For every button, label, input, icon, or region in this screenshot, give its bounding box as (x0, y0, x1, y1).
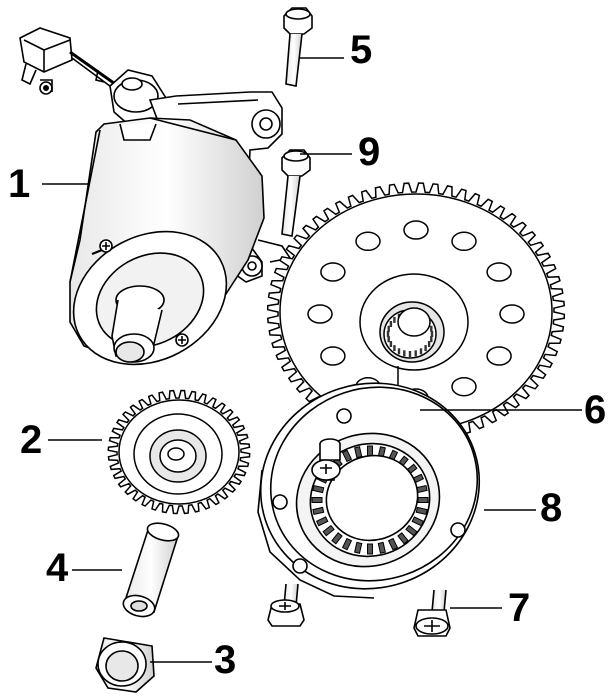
callout-6: 6 (584, 388, 607, 432)
lightening-hole (356, 232, 380, 250)
callout-3: 3 (214, 638, 237, 682)
starter-motor (20, 28, 290, 390)
starter-clutch (234, 355, 506, 617)
needle-pin (424, 345, 427, 352)
needle-pin (430, 331, 434, 337)
needle-pin (393, 316, 396, 323)
needle-pin (387, 325, 390, 332)
clutch-roller (313, 486, 324, 493)
needle-pin (408, 351, 412, 357)
needle-pin (430, 336, 433, 343)
needle-pin (387, 336, 390, 343)
wire-connector (20, 28, 118, 94)
callout-9: 9 (358, 130, 381, 174)
clutch-roller (418, 498, 428, 503)
idler-shaft (121, 520, 181, 620)
clutch-roller (355, 542, 362, 553)
bolt-9 (282, 150, 310, 236)
needle-pin (397, 348, 401, 355)
clutch-roller (317, 517, 328, 526)
needle-pin (389, 341, 393, 347)
bushing (96, 638, 154, 692)
lightening-hole (487, 263, 511, 281)
needle-pin (419, 348, 423, 355)
callout-8: 8 (540, 486, 563, 530)
clutch-roller (313, 507, 324, 514)
clutch-roller (368, 446, 373, 456)
leader-lines (42, 58, 582, 662)
lightening-hole (487, 347, 511, 365)
clutch-roller (343, 539, 352, 550)
clutch-roller (406, 526, 417, 536)
needle-pin (403, 350, 406, 357)
clutch-roller (323, 526, 334, 536)
starter-driven-gear (268, 183, 565, 441)
clutch-roller (343, 450, 352, 461)
socket-bolts-7 (268, 584, 450, 636)
callout-5: 5 (350, 28, 373, 72)
lightening-hole (308, 305, 332, 323)
bolt-5 (284, 8, 312, 86)
clutch-roller (355, 447, 362, 458)
clutch-roller (398, 533, 408, 544)
needle-pin (430, 325, 433, 332)
lightening-hole (500, 305, 524, 323)
callout-7: 7 (508, 586, 531, 630)
clutch-roller (416, 507, 427, 514)
callout-4: 4 (46, 546, 69, 590)
lightening-hole (321, 347, 345, 365)
lightening-hole (452, 378, 476, 396)
needle-pin (427, 341, 431, 347)
clutch-roller (389, 539, 398, 550)
callout-2: 2 (20, 418, 43, 462)
clutch-roller (368, 544, 373, 554)
callout-1: 1 (8, 162, 31, 206)
lightening-hole (452, 232, 476, 250)
needle-pin (386, 331, 390, 337)
lightening-hole (404, 221, 428, 239)
clutch-roller (378, 542, 385, 553)
socket-bolt-left (268, 584, 304, 626)
clutch-roller (332, 533, 342, 544)
idler-gear (108, 391, 249, 514)
needle-pin (393, 345, 396, 352)
lightening-hole (321, 263, 345, 281)
clutch-roller (412, 517, 423, 526)
clutch-roller (312, 498, 322, 503)
socket-bolt-right (414, 590, 450, 636)
needle-pin (389, 321, 393, 327)
needle-pin (414, 350, 417, 357)
